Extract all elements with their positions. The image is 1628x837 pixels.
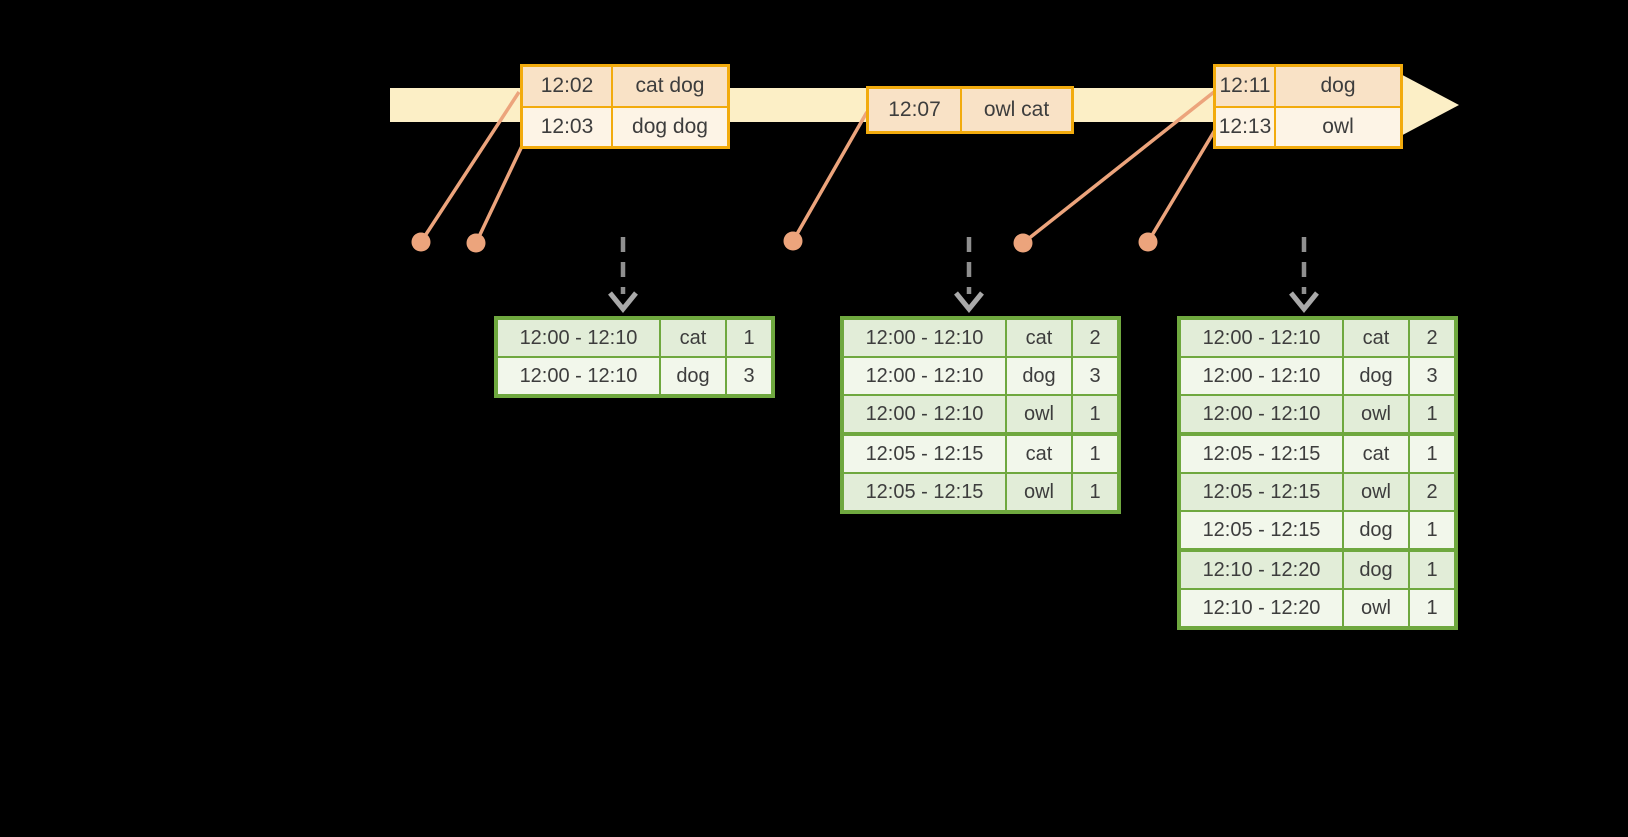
- event-dot: [783, 231, 803, 251]
- event-time: 12:03: [523, 107, 611, 146]
- window-cell: 12:05 - 12:15: [1178, 472, 1344, 512]
- window-cell: 12:00 - 12:10: [495, 356, 661, 397]
- result-table-1: 12:00 - 12:10 cat 1 12:00 - 12:10 dog 3: [494, 316, 775, 398]
- count-cell: 3: [725, 356, 774, 397]
- window-cell: 12:00 - 12:10: [841, 394, 1007, 435]
- connector-line: [474, 145, 524, 244]
- count-cell: 2: [1408, 472, 1457, 512]
- result-table-3: 12:00 - 12:10 cat 2 12:00 - 12:10 dog 3 …: [1177, 316, 1458, 630]
- count-cell: 1: [725, 317, 774, 358]
- window-cell: 12:00 - 12:10: [841, 356, 1007, 396]
- word-cell: owl: [1005, 394, 1073, 435]
- count-cell: 1: [1408, 548, 1457, 590]
- word-cell: dog: [659, 356, 727, 397]
- table-row: 12:00 - 12:10 owl 1: [841, 394, 1120, 435]
- event-dot: [411, 232, 431, 252]
- event-dot: [466, 233, 486, 253]
- event-time: 12:02: [523, 67, 611, 106]
- word-cell: dog: [1342, 548, 1410, 590]
- word-cell: cat: [1342, 432, 1410, 474]
- window-cell: 12:10 - 12:20: [1178, 548, 1344, 590]
- table-row: 12:05 - 12:15 owl 1: [841, 472, 1120, 513]
- event-words: dog: [1276, 67, 1400, 106]
- word-cell: cat: [659, 317, 727, 358]
- table-row: 12:10 - 12:20 owl 1: [1178, 588, 1457, 629]
- table-row: 12:00 - 12:10 dog 3: [1178, 356, 1457, 396]
- count-cell: 1: [1408, 432, 1457, 474]
- event-dot: [1138, 232, 1158, 252]
- window-cell: 12:05 - 12:15: [1178, 510, 1344, 551]
- table-row: 12:00 - 12:10 cat 2: [841, 317, 1120, 358]
- window-cell: 12:00 - 12:10: [841, 317, 1007, 358]
- table-row: 12:05 - 12:15 owl 2: [1178, 472, 1457, 512]
- word-cell: owl: [1342, 588, 1410, 629]
- connector-line: [791, 111, 869, 242]
- event-box-1: 12:02 cat dog 12:03 dog dog: [520, 64, 730, 149]
- connector-line: [1146, 129, 1217, 243]
- table-row: 12:05 - 12:15 cat 1: [1178, 432, 1457, 474]
- event-time: 12:11: [1216, 67, 1274, 106]
- event-words: owl: [1276, 107, 1400, 146]
- word-cell: owl: [1005, 472, 1073, 513]
- event-time: 12:07: [869, 89, 960, 131]
- count-cell: 1: [1408, 394, 1457, 435]
- window-cell: 12:05 - 12:15: [1178, 432, 1344, 474]
- event-words: dog dog: [613, 107, 727, 146]
- word-cell: owl: [1342, 394, 1410, 435]
- count-cell: 1: [1408, 510, 1457, 551]
- window-cell: 12:00 - 12:10: [1178, 356, 1344, 396]
- table-row: 12:00 - 12:10 cat 1: [495, 317, 774, 358]
- window-cell: 12:00 - 12:10: [495, 317, 661, 358]
- word-cell: dog: [1342, 510, 1410, 551]
- table-row: 12:10 - 12:20 dog 1: [1178, 548, 1457, 590]
- timeline-arrowhead-icon: [1395, 71, 1459, 139]
- event-words: cat dog: [613, 67, 727, 106]
- count-cell: 1: [1071, 472, 1120, 513]
- word-cell: cat: [1005, 432, 1073, 474]
- count-cell: 1: [1408, 588, 1457, 629]
- event-box-2: 12:07 owl cat: [866, 86, 1074, 134]
- count-cell: 1: [1071, 432, 1120, 474]
- table-row: 12:05 - 12:15 cat 1: [841, 432, 1120, 474]
- word-cell: cat: [1342, 317, 1410, 358]
- table-row: 12:00 - 12:10 dog 3: [495, 356, 774, 397]
- trigger-arrow-head-icon: [608, 291, 638, 313]
- word-cell: dog: [1005, 356, 1073, 396]
- window-cell: 12:05 - 12:15: [841, 472, 1007, 513]
- connector-line: [1021, 90, 1216, 245]
- connector-line: [419, 91, 521, 243]
- count-cell: 1: [1071, 394, 1120, 435]
- window-cell: 12:00 - 12:10: [1178, 317, 1344, 358]
- table-row: 12:00 - 12:10 dog 3: [841, 356, 1120, 396]
- count-cell: 3: [1408, 356, 1457, 396]
- table-row: 12:00 - 12:10 cat 2: [1178, 317, 1457, 358]
- trigger-arrow-head-icon: [954, 291, 984, 313]
- event-dot: [1013, 233, 1033, 253]
- table-row: 12:00 - 12:10 owl 1: [1178, 394, 1457, 435]
- word-cell: dog: [1342, 356, 1410, 396]
- count-cell: 2: [1071, 317, 1120, 358]
- word-cell: owl: [1342, 472, 1410, 512]
- result-table-2: 12:00 - 12:10 cat 2 12:00 - 12:10 dog 3 …: [840, 316, 1121, 514]
- trigger-arrow-head-icon: [1289, 291, 1319, 313]
- window-cell: 12:10 - 12:20: [1178, 588, 1344, 629]
- window-cell: 12:00 - 12:10: [1178, 394, 1344, 435]
- event-time: 12:13: [1216, 107, 1274, 146]
- event-box-3: 12:11 dog 12:13 owl: [1213, 64, 1403, 149]
- table-row: 12:05 - 12:15 dog 1: [1178, 510, 1457, 551]
- count-cell: 2: [1408, 317, 1457, 358]
- word-cell: cat: [1005, 317, 1073, 358]
- count-cell: 3: [1071, 356, 1120, 396]
- window-cell: 12:05 - 12:15: [841, 432, 1007, 474]
- event-words: owl cat: [962, 89, 1071, 131]
